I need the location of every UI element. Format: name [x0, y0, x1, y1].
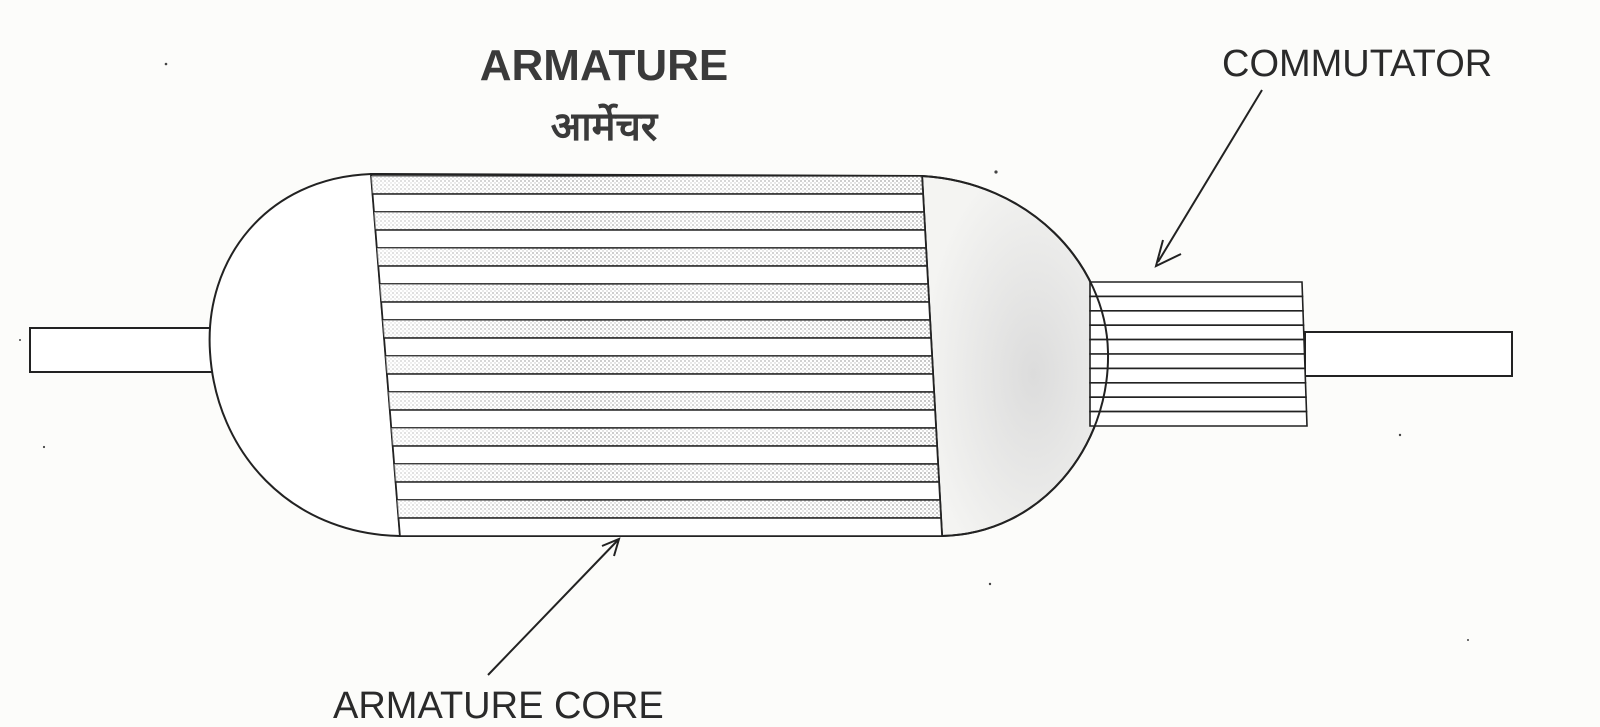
lamination-band-highlight [397, 500, 941, 518]
armature-core-label: ARMATURE CORE [333, 685, 664, 727]
armature-core-laminations [370, 175, 943, 537]
right-end-cap-edge [921, 175, 1110, 537]
right-shaft [1304, 331, 1513, 377]
diagram-title-english: ARMATURE [480, 41, 729, 90]
lamination-band-highlight [388, 392, 935, 410]
commutator-segments [921, 175, 1308, 537]
lamination-band-highlight [394, 464, 939, 482]
commutator-segment [1089, 396, 1308, 413]
lamination-band [394, 481, 941, 501]
lamination-band-highlight [376, 248, 927, 266]
armature-core [369, 172, 944, 537]
left-end-cap [208, 173, 401, 537]
lamination-band [397, 517, 943, 537]
commutator [921, 175, 1308, 537]
commutator-label: COMMUTATOR [1222, 43, 1492, 85]
lamination-band-highlight [385, 356, 934, 374]
commutator-segment [1089, 367, 1307, 384]
lamination-band-highlight [391, 428, 938, 446]
lamination-band-highlight [379, 284, 930, 302]
armature-core-pointer-arrow [487, 537, 621, 676]
lamination-band [374, 229, 927, 249]
lamination-band [371, 193, 925, 213]
lamination-band-highlight [371, 176, 923, 194]
right-end-cap [920, 174, 1110, 538]
lamination-band-highlight [374, 212, 925, 230]
commutator-segment [1089, 309, 1305, 327]
scan-specks [19, 62, 1469, 641]
commutator-segment [1089, 381, 1307, 399]
commutator-segment [1089, 324, 1305, 341]
lamination-band [377, 265, 929, 285]
commutator-segment [1089, 281, 1304, 298]
commutator-segment [1089, 295, 1304, 312]
commutator-segment [1089, 338, 1306, 355]
commutator-segment [1089, 410, 1308, 427]
lamination-band [391, 445, 939, 465]
commutator-segment [1089, 353, 1306, 370]
lamination-band [389, 409, 937, 429]
lamination-band [383, 337, 933, 357]
left-shaft [29, 327, 216, 373]
lamination-band [386, 373, 935, 393]
diagram-title-hindi: आर्मेचर [551, 103, 659, 150]
commutator-pointer-arrow [1154, 89, 1263, 268]
lamination-band-highlight [382, 320, 931, 338]
lamination-band [380, 301, 931, 321]
